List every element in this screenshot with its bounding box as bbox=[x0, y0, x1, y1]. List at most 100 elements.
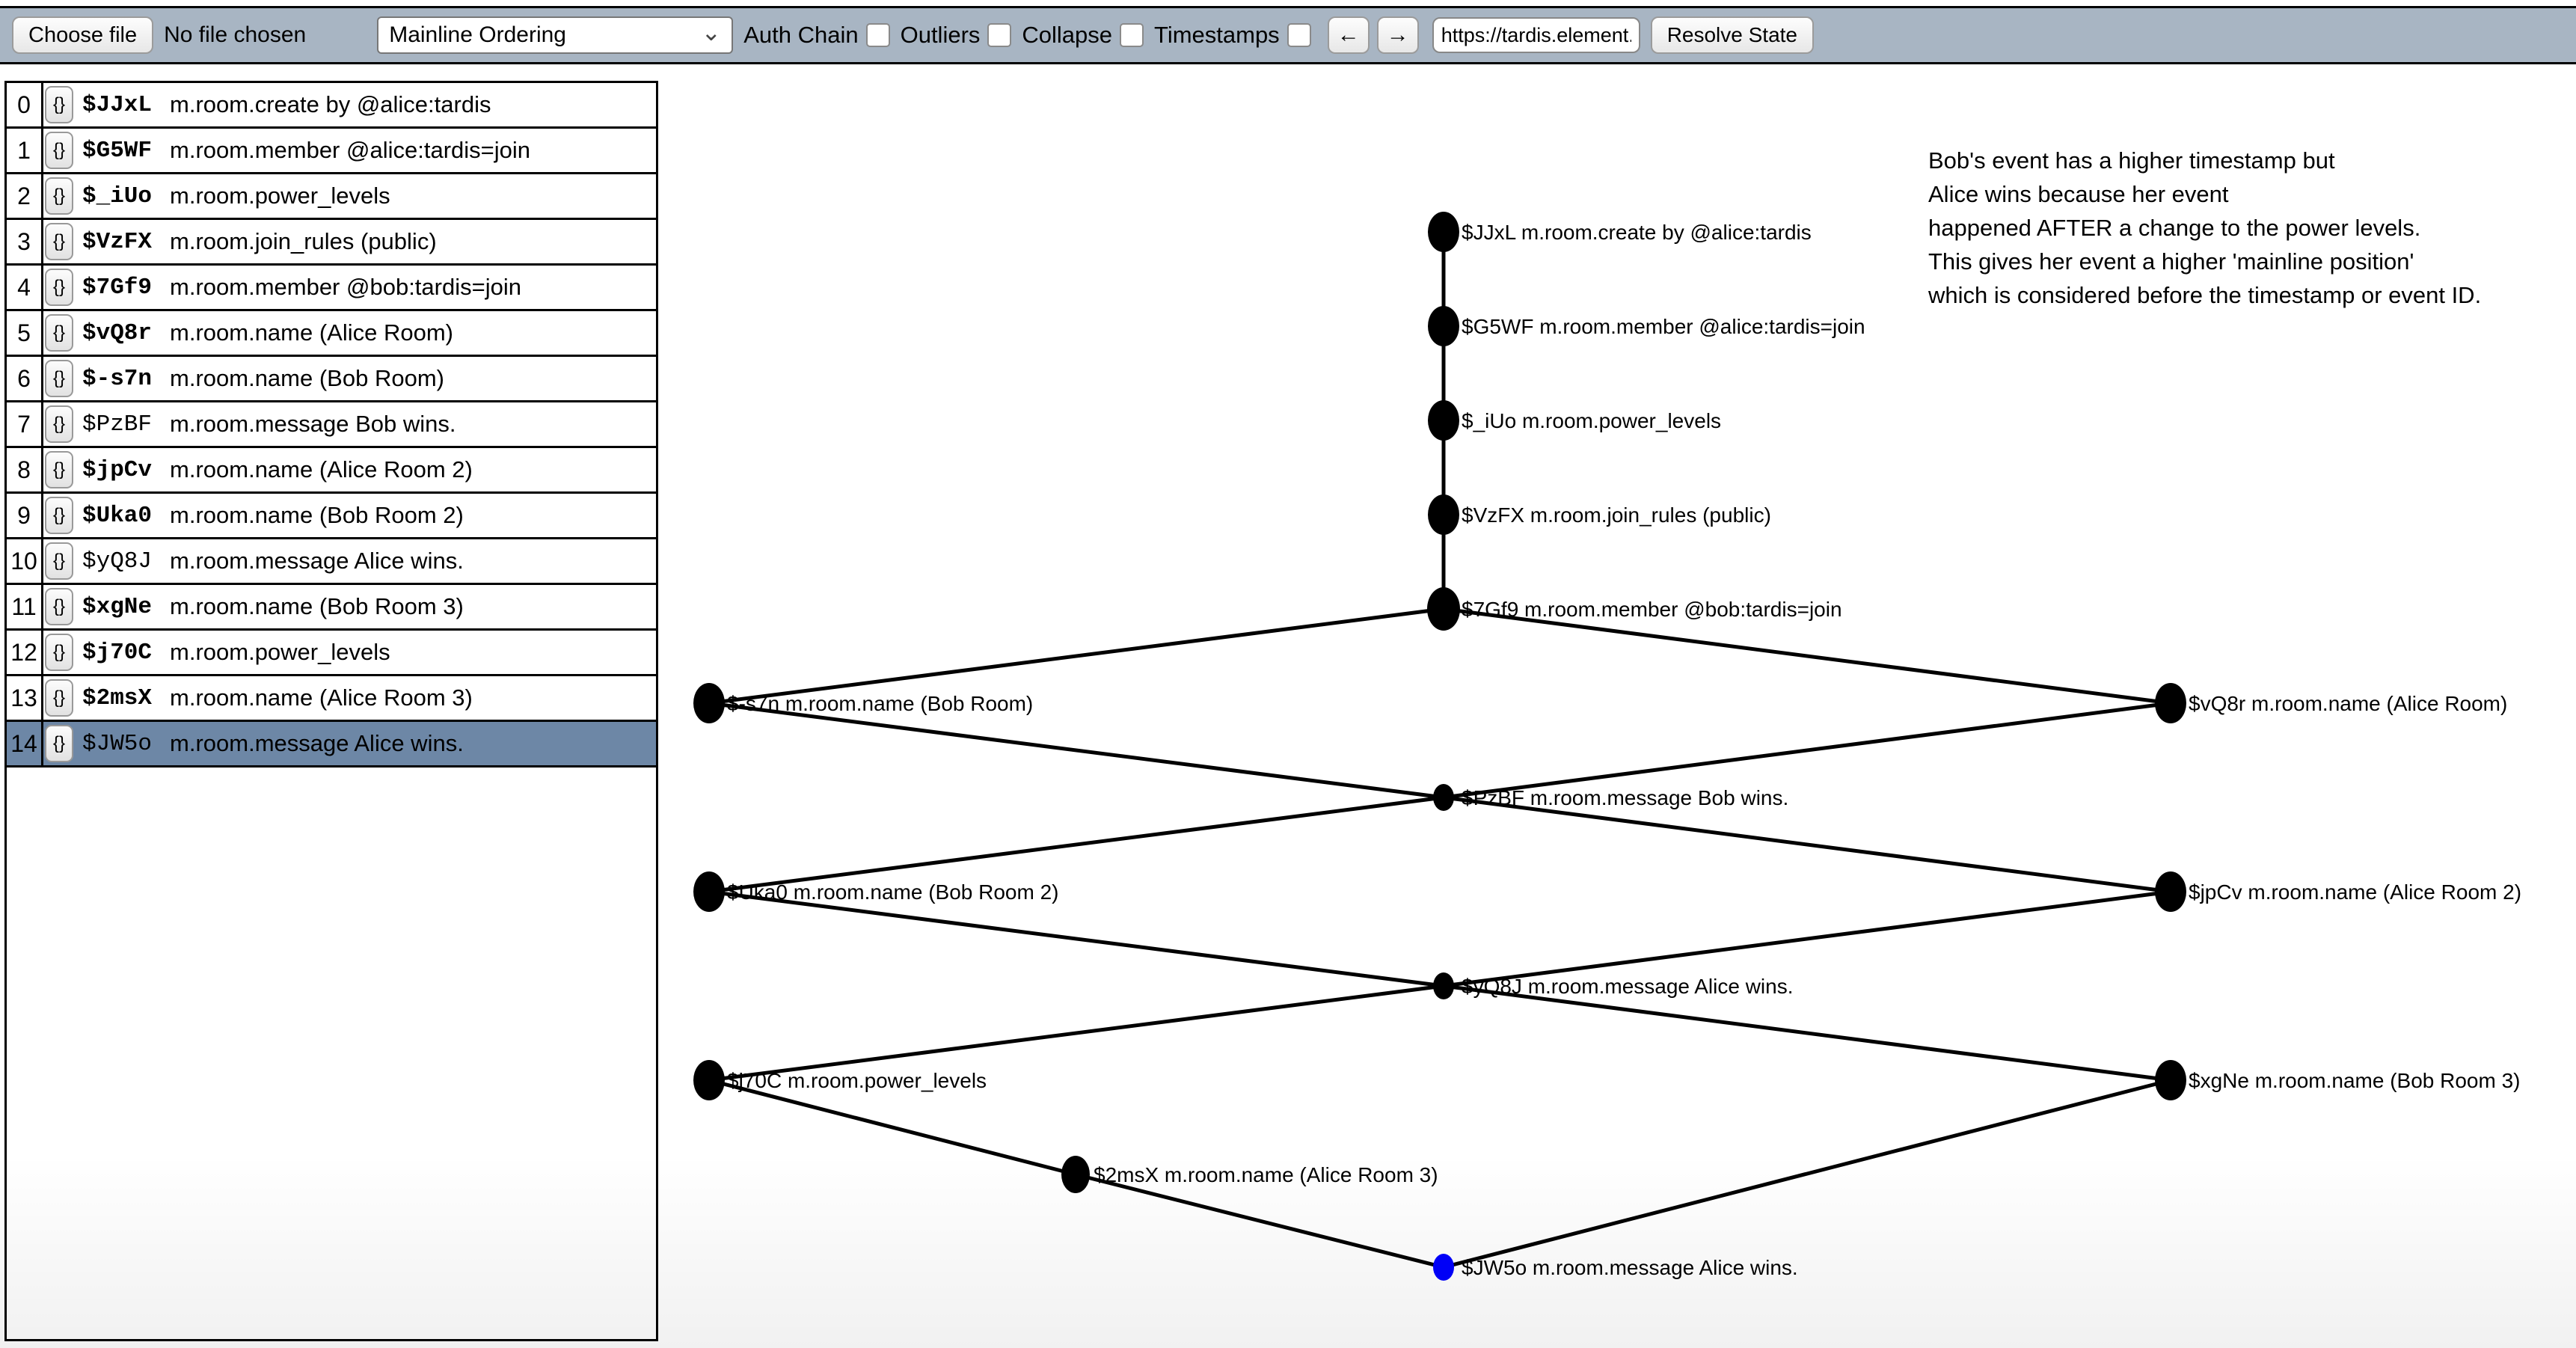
event-index: 12 bbox=[7, 631, 43, 674]
event-list-row[interactable]: 2 {} $_iUo m.room.power_levels bbox=[7, 174, 656, 220]
event-list-row[interactable]: 0 {} $JJxL m.room.create by @alice:tardi… bbox=[7, 83, 656, 129]
dag-node[interactable] bbox=[1428, 306, 1459, 346]
dag-node[interactable] bbox=[1433, 1254, 1454, 1281]
outliers-checkbox[interactable] bbox=[987, 23, 1012, 47]
dag-edge bbox=[1075, 1172, 1444, 1269]
collapse-group: Collapse bbox=[1022, 22, 1144, 49]
event-index: 13 bbox=[7, 676, 43, 720]
dag-node[interactable] bbox=[2155, 1060, 2186, 1100]
event-list-row[interactable]: 4 {} $7Gf9 m.room.member @bob:tardis=joi… bbox=[7, 266, 656, 311]
event-description: m.room.member @bob:tardis=join bbox=[170, 274, 521, 300]
event-list-row[interactable]: 9 {} $Uka0 m.room.name (Bob Room 2) bbox=[7, 494, 656, 539]
timestamps-label: Timestamps bbox=[1154, 22, 1280, 48]
url-input[interactable] bbox=[1432, 17, 1640, 53]
event-description: m.room.name (Alice Room) bbox=[170, 319, 453, 346]
event-description: m.room.name (Bob Room 2) bbox=[170, 502, 464, 528]
dag-node[interactable] bbox=[1428, 494, 1459, 535]
event-list-row[interactable]: 12 {} $j70C m.room.power_levels bbox=[7, 631, 656, 676]
dag-node[interactable] bbox=[1433, 784, 1454, 811]
dag-edge bbox=[708, 1078, 1076, 1177]
dag-node-label: $7Gf9 m.room.member @bob:tardis=join bbox=[1462, 598, 1842, 621]
event-list-row[interactable]: 13 {} $2msX m.room.name (Alice Room 3) bbox=[7, 676, 656, 722]
annotation-line: This gives her event a higher 'mainline … bbox=[1928, 248, 2414, 275]
event-json-button[interactable]: {} bbox=[45, 588, 73, 625]
event-index: 2 bbox=[7, 174, 43, 218]
event-json-button[interactable]: {} bbox=[45, 725, 73, 762]
toolbar: Choose file No file chosen Mainline Orde… bbox=[0, 6, 2576, 64]
event-description: m.room.name (Alice Room 3) bbox=[170, 684, 473, 711]
dag-node[interactable] bbox=[693, 683, 725, 723]
dag-edge bbox=[708, 795, 1444, 894]
event-json-button[interactable]: {} bbox=[45, 542, 73, 580]
collapse-checkbox[interactable] bbox=[1120, 23, 1144, 47]
dag-node[interactable] bbox=[1433, 972, 1454, 999]
ordering-select[interactable]: Mainline Ordering ⌄ bbox=[377, 16, 734, 54]
event-json-button[interactable]: {} bbox=[45, 634, 73, 671]
event-json-button[interactable]: {} bbox=[45, 177, 73, 215]
event-id: $_iUo bbox=[82, 183, 153, 209]
dag-edge bbox=[1443, 795, 2171, 894]
dag-node[interactable] bbox=[2155, 683, 2186, 723]
timestamps-checkbox[interactable] bbox=[1287, 23, 1311, 47]
resolve-state-button[interactable]: Resolve State bbox=[1650, 16, 1815, 54]
event-json-button[interactable]: {} bbox=[45, 269, 73, 306]
event-json-button[interactable]: {} bbox=[45, 314, 73, 352]
auth-chain-checkbox[interactable] bbox=[865, 23, 890, 47]
dag-node[interactable] bbox=[693, 1060, 725, 1100]
event-list-row[interactable]: 1 {} $G5WF m.room.member @alice:tardis=j… bbox=[7, 129, 656, 174]
file-status-text: No file chosen bbox=[164, 22, 307, 47]
event-list-row[interactable]: 7 {} $PzBF m.room.message Bob wins. bbox=[7, 402, 656, 448]
event-id: $JW5o bbox=[82, 730, 153, 757]
event-json-button[interactable]: {} bbox=[45, 405, 73, 443]
event-json-button[interactable]: {} bbox=[45, 86, 73, 123]
dag-node-label: $VzFX m.room.join_rules (public) bbox=[1462, 503, 1771, 527]
event-json-button[interactable]: {} bbox=[45, 360, 73, 397]
event-list-row[interactable]: 14 {} $JW5o m.room.message Alice wins. bbox=[7, 722, 656, 768]
event-list-row[interactable]: 3 {} $VzFX m.room.join_rules (public) bbox=[7, 220, 656, 266]
dag-edge bbox=[1443, 607, 2171, 705]
dag-edge bbox=[708, 984, 1444, 1082]
collapse-label: Collapse bbox=[1022, 22, 1113, 48]
dag-node-label: $JW5o m.room.message Alice wins. bbox=[1462, 1256, 1798, 1279]
event-description: m.room.message Alice wins. bbox=[170, 730, 464, 756]
choose-file-button[interactable]: Choose file bbox=[12, 16, 154, 54]
back-button[interactable]: ← bbox=[1327, 16, 1370, 54]
event-id: $j70C bbox=[82, 639, 153, 666]
event-list-row[interactable]: 10 {} $yQ8J m.room.message Alice wins. bbox=[7, 539, 656, 585]
annotation-line: which is considered before the timestamp… bbox=[1928, 282, 2482, 308]
event-id: $Uka0 bbox=[82, 502, 153, 529]
event-list-row[interactable]: 6 {} $-s7n m.room.name (Bob Room) bbox=[7, 357, 656, 402]
event-list-row[interactable]: 5 {} $vQ8r m.room.name (Alice Room) bbox=[7, 311, 656, 357]
dag-node[interactable] bbox=[1061, 1156, 1090, 1193]
dag-node-label: $vQ8r m.room.name (Alice Room) bbox=[2189, 692, 2507, 715]
event-json-button[interactable]: {} bbox=[45, 451, 73, 488]
event-description: m.room.name (Alice Room 2) bbox=[170, 456, 473, 482]
dag-node[interactable] bbox=[2155, 871, 2186, 912]
dag-node[interactable] bbox=[1428, 212, 1459, 252]
event-json-button[interactable]: {} bbox=[45, 223, 73, 260]
event-index: 7 bbox=[7, 402, 43, 446]
event-index: 4 bbox=[7, 266, 43, 309]
dag-node[interactable] bbox=[693, 871, 725, 912]
event-id: $vQ8r bbox=[82, 319, 153, 346]
dag-node[interactable] bbox=[1427, 587, 1460, 631]
event-description: m.room.power_levels bbox=[170, 639, 390, 665]
event-id: $VzFX bbox=[82, 228, 153, 255]
event-json-button[interactable]: {} bbox=[45, 132, 73, 169]
dag-edge bbox=[1443, 889, 2171, 988]
dag-node-label: $-s7n m.room.name (Bob Room) bbox=[727, 692, 1033, 715]
event-index: 10 bbox=[7, 539, 43, 583]
forward-button[interactable]: → bbox=[1376, 16, 1419, 54]
event-json-button[interactable]: {} bbox=[45, 679, 73, 717]
event-list-row[interactable]: 11 {} $xgNe m.room.name (Bob Room 3) bbox=[7, 585, 656, 631]
dag-node[interactable] bbox=[1428, 400, 1459, 441]
event-id: $G5WF bbox=[82, 137, 153, 164]
event-id: $-s7n bbox=[82, 365, 153, 392]
event-list-row[interactable]: 8 {} $jpCv m.room.name (Alice Room 2) bbox=[7, 448, 656, 494]
event-id: $jpCv bbox=[82, 456, 153, 483]
event-index: 1 bbox=[7, 129, 43, 172]
event-json-button[interactable]: {} bbox=[45, 497, 73, 534]
annotation-line: Alice wins because her event bbox=[1928, 181, 2229, 207]
event-description: m.room.join_rules (public) bbox=[170, 228, 437, 254]
dag-node-label: $yQ8J m.room.message Alice wins. bbox=[1462, 975, 1794, 998]
